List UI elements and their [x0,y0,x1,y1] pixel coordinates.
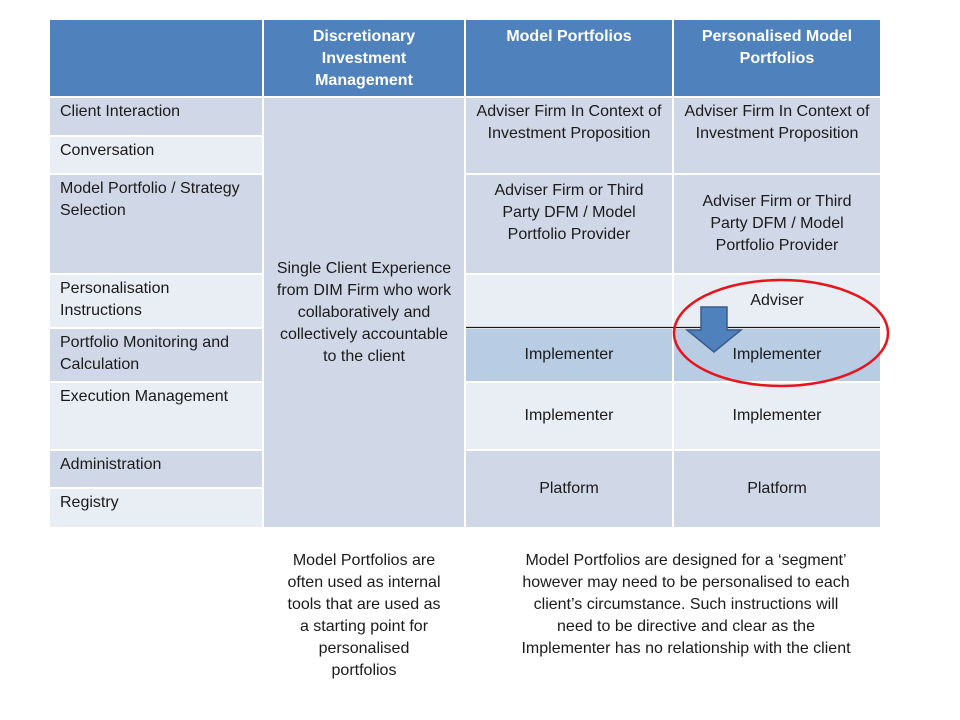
row-label-registry: Registry [50,489,262,527]
header-dim: Discretionary Investment Management [264,20,464,96]
row-label-monitoring: Portfolio Monitoring and Calculation [50,329,262,381]
model-execution-cell: Implementer [466,383,672,449]
header-personalised-model-portfolios: Personalised Model Portfolios [674,20,880,96]
row-label-execution: Execution Management [50,383,262,449]
row-label-model-selection: Model Portfolio / Strategy Selection [50,175,262,273]
model-interaction-cell: Adviser Firm In Context of Investment Pr… [466,98,672,173]
personalised-interaction-cell: Adviser Firm In Context of Investment Pr… [674,98,880,173]
dim-cell: Single Client Experience from DIM Firm w… [264,98,464,527]
header-empty-cell [50,20,262,96]
note-right: Model Portfolios are designed for a ‘seg… [521,552,851,657]
personalised-adviser-cell: Adviser [674,275,880,327]
row-label-personalisation: Personalisation Instructions [50,275,262,327]
note-left: Model Portfolios are often used as inter… [287,552,441,679]
personalised-execution-cell: Implementer [674,383,880,449]
down-arrow-icon [684,306,744,353]
personalised-platform-cell: Platform [674,451,880,527]
red-circle-annotation [672,278,890,388]
row-label-administration: Administration [50,451,262,487]
row-label-client-interaction: Client Interaction [50,98,262,135]
model-selection-cell: Adviser Firm or Third Party DFM / Model … [466,175,672,273]
model-platform-cell: Platform [466,451,672,527]
personalised-selection-cell: Adviser Firm or Third Party DFM / Model … [674,175,880,273]
header-model-portfolios: Model Portfolios [466,20,672,96]
model-personalisation-cell [466,275,672,327]
row-label-conversation: Conversation [50,137,262,173]
model-monitoring-cell: Implementer [466,329,672,381]
